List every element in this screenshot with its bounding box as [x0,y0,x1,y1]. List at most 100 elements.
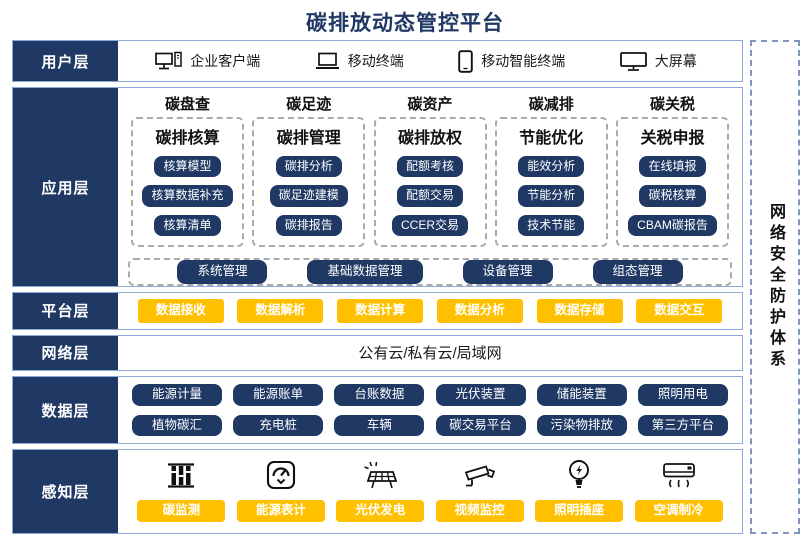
app-column-carbon-tariff: 碳关税 关税申报 在线填报碳税核算 CBAM碳报告 [616,93,729,247]
app-column-subtitle: 碳排管理 [276,130,341,148]
page-title: 碳排放动态管控平台 [306,12,504,35]
data-source-row: 能源计量能源账单台账数据光伏装置储能装置照明用电 [132,383,728,406]
data-source-chip: 第三方平台 [637,414,728,437]
perception-item-energy-meter: 能源表计 [236,458,325,522]
cctv-camera-icon [463,458,497,490]
app-column-box: 碳排核算 核算模型核算数据补充核算清单 [131,117,244,247]
perception-chip: 视频监控 [435,500,524,522]
layer-application-label: 应用层 [13,88,118,287]
security-system-sidebar: 网络安全防护体系 [750,40,800,534]
user-item-label: 大屏幕 [654,53,697,70]
app-column-subtitle: 节能优化 [519,130,584,148]
perception-item-lighting-socket: 照明插座 [535,458,624,522]
layer-network-content: 公有云/私有云/局域网 [118,336,742,370]
app-module-chip: 节能分析 [518,185,585,207]
data-source-chip: 碳交易平台 [435,414,526,437]
app-column-header: 碳盘查 [164,96,210,114]
app-column-subtitle: 关税申报 [640,130,705,148]
platform-module-chip: 数据解析 [237,299,324,323]
tablet-icon [458,49,474,73]
common-module-chip: 基础数据管理 [307,259,423,284]
app-common-modules-box: 系统管理基础数据管理设备管理组态管理 [128,257,732,286]
layer-perception: 感知层 [12,449,743,534]
perception-item-ac-cooling: 空调制冷 [634,458,723,522]
app-column-box: 关税申报 在线填报碳税核算 CBAM碳报告 [616,117,729,247]
app-module-chip: 能效分析 [518,156,585,178]
chimney-icon [166,458,196,490]
app-module-chip: 在线填报 [639,156,706,178]
light-bulb-icon [566,458,592,490]
app-column-subtitle: 碳排核算 [155,130,220,148]
solar-panel-icon [363,458,398,490]
security-system-label: 网络安全防护体系 [767,203,784,371]
user-item-enterprise-client: 企业客户端 [155,51,260,72]
app-column-box: 碳排放权 配额考核配额交易 CCER交易 [373,117,487,247]
app-module-chip: 核算模型 [154,156,221,178]
layer-stack: 用户层 企业客户端 [12,40,743,534]
app-column-subtitle: 碳排放权 [397,130,462,148]
app-column-carbon-inventory: 碳盘查 碳排核算 核算模型核算数据补充核算清单 [131,93,244,247]
laptop-icon [315,52,340,70]
user-item-label: 企业客户端 [190,53,261,70]
app-module-chip: 技术节能 [518,214,585,236]
platform-module-chip: 数据接收 [137,299,224,323]
perception-item-carbon-monitoring: 碳监测 [137,458,226,522]
app-module-chip: 核算清单 [154,214,221,236]
app-column-carbon-asset: 碳资产 碳排放权 配额考核配额交易 CCER交易 [373,93,487,247]
data-source-chip: 台账数据 [334,383,425,406]
user-item-label: 移动终端 [347,53,404,70]
perception-chip: 能源表计 [236,500,325,522]
perception-item-pv-power: 光伏发电 [336,458,425,522]
platform-module-chip: 数据计算 [337,299,424,323]
app-column-header: 碳关税 [649,96,695,114]
app-module-chip: CBAM碳报告 [628,214,717,236]
data-source-chip: 照明用电 [637,383,728,406]
layer-data: 数据层 能源计量能源账单台账数据光伏装置储能装置照明用电 植物碳汇充电桩车辆碳交… [12,376,743,445]
layer-platform-content: 数据接收数据解析数据计算数据分析数据存储数据交互 [118,293,742,328]
perception-chip: 光伏发电 [336,500,425,522]
desktop-pc-icon [155,51,182,72]
app-module-chip: CCER交易 [391,214,468,236]
app-column-box: 节能优化 能效分析节能分析技术节能 [494,117,608,247]
data-source-chip: 植物碳汇 [132,414,222,437]
layer-platform-label: 平台层 [13,293,118,329]
layer-perception-label: 感知层 [13,450,118,533]
data-source-chip: 污染物排放 [536,414,627,437]
platform-module-chip: 数据交互 [636,299,723,323]
user-item-big-screen: 大屏幕 [619,51,697,72]
data-source-row: 植物碳汇充电桩车辆碳交易平台污染物排放第三方平台 [132,414,728,437]
platform-module-chip: 数据存储 [536,299,623,323]
app-column-header: 碳资产 [407,96,453,114]
app-module-chip: 碳排报告 [275,214,342,236]
user-item-mobile-terminal: 移动终端 [315,51,404,71]
meter-icon [266,458,296,490]
app-column-box: 碳排管理 碳排分析碳足迹建模碳排报告 [252,117,366,247]
app-column-header: 碳足迹 [286,96,332,114]
app-column-header: 碳减排 [528,96,574,114]
data-source-chip: 充电桩 [233,414,324,437]
layer-user: 用户层 企业客户端 [12,40,743,83]
app-module-chip: 碳足迹建模 [269,185,348,207]
app-module-chip: 配额考核 [396,156,463,178]
layer-platform: 平台层 数据接收数据解析数据计算数据分析数据存储数据交互 [12,292,743,330]
perception-chip: 空调制冷 [634,500,723,522]
app-module-chip: 核算数据补充 [142,185,233,207]
app-module-chip: 配额交易 [396,185,463,207]
layer-user-label: 用户层 [13,41,118,82]
diagram-body: 用户层 企业客户端 [12,40,800,534]
perception-chip: 照明插座 [535,500,624,522]
network-text: 公有云/私有云/局域网 [358,345,502,363]
common-module-chip: 设备管理 [462,259,553,284]
layer-network: 网络层 公有云/私有云/局域网 [12,334,743,372]
layer-perception-content: 碳监测 能源表计 [118,450,742,533]
app-column-carbon-footprint: 碳足迹 碳排管理 碳排分析碳足迹建模碳排报告 [252,93,366,247]
big-screen-icon [619,51,647,72]
layer-data-content: 能源计量能源账单台账数据光伏装置储能装置照明用电 植物碳汇充电桩车辆碳交易平台污… [118,377,742,443]
layer-data-label: 数据层 [13,377,118,444]
layer-network-label: 网络层 [13,335,118,371]
user-item-label: 移动智能终端 [481,53,566,70]
perception-chip: 碳监测 [137,500,226,522]
app-module-chip: 碳税核算 [639,185,706,207]
user-item-smart-terminal: 移动智能终端 [458,49,566,73]
